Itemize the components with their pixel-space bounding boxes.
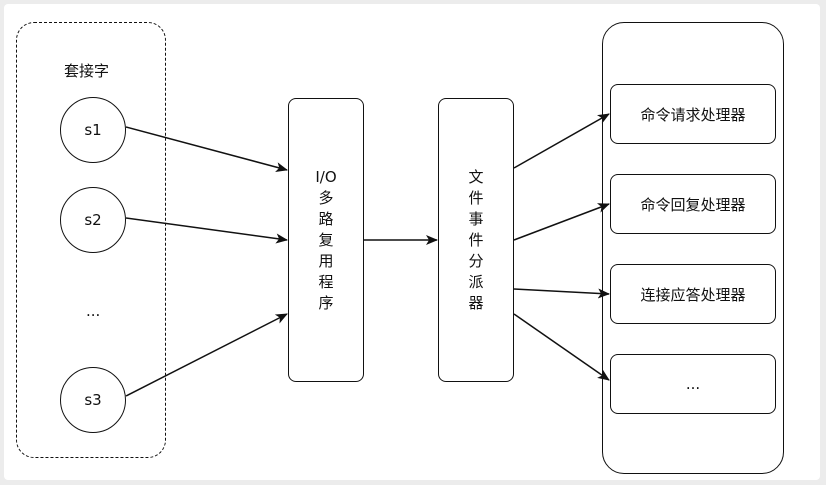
ed-char: 器 — [468, 293, 484, 312]
handler-connection-accept: 连接应答处理器 — [610, 264, 776, 324]
io-multiplexer-label: I/O 多 路 复 用 程 序 — [315, 167, 336, 314]
io-char: 程 — [318, 272, 334, 291]
handler-label: ... — [685, 375, 701, 393]
ed-char: 分 — [468, 251, 484, 270]
io-multiplexer-box: I/O 多 路 复 用 程 序 — [288, 98, 364, 382]
handler-command-reply: 命令回复处理器 — [610, 174, 776, 234]
handler-label: 连接应答处理器 — [640, 285, 746, 304]
ed-char: 文 — [468, 167, 484, 186]
socket-group — [16, 22, 166, 458]
handler-more: ... — [610, 354, 776, 414]
io-multiplexer-line1: I/O — [315, 167, 337, 186]
io-char: 多 — [318, 188, 334, 207]
ed-char: 件 — [468, 188, 484, 207]
socket-s3-label: s3 — [84, 391, 102, 409]
socket-s1: s1 — [60, 97, 126, 163]
arrow-dispatcher-to-accept — [513, 288, 610, 299]
socket-s2: s2 — [60, 187, 126, 253]
ed-char: 件 — [468, 230, 484, 249]
socket-s3: s3 — [60, 367, 126, 433]
socket-s1-label: s1 — [84, 121, 102, 139]
arrows-layer — [125, 113, 610, 397]
event-dispatcher-label: 文 件 事 件 分 派 器 — [468, 167, 483, 314]
handler-label: 命令回复处理器 — [640, 195, 746, 214]
io-char: 用 — [318, 251, 334, 270]
arrow-dispatcher-to-request — [513, 113, 610, 169]
socket-ellipsis: ... — [86, 302, 101, 320]
ed-char: 派 — [468, 272, 484, 291]
handler-command-request: 命令请求处理器 — [610, 84, 776, 144]
handler-label: 命令请求处理器 — [640, 105, 746, 124]
arrow-dispatcher-to-more — [513, 313, 610, 381]
arrow-s1-to-io — [125, 126, 288, 172]
diagram-canvas: 套接字 s1 s2 ... s3 I/O 多 路 复 用 程 序 文 件 事 件… — [4, 4, 820, 480]
arrow-s3-to-io — [125, 313, 288, 397]
socket-s2-label: s2 — [84, 211, 102, 229]
io-char: 序 — [318, 293, 334, 312]
arrow-dispatcher-to-reply — [513, 203, 610, 241]
socket-group-title: 套接字 — [64, 62, 110, 80]
arrow-s2-to-io — [125, 217, 288, 244]
event-dispatcher-box: 文 件 事 件 分 派 器 — [438, 98, 514, 382]
ed-char: 事 — [468, 209, 484, 228]
io-char: 路 — [318, 209, 334, 228]
io-char: 复 — [318, 230, 334, 249]
